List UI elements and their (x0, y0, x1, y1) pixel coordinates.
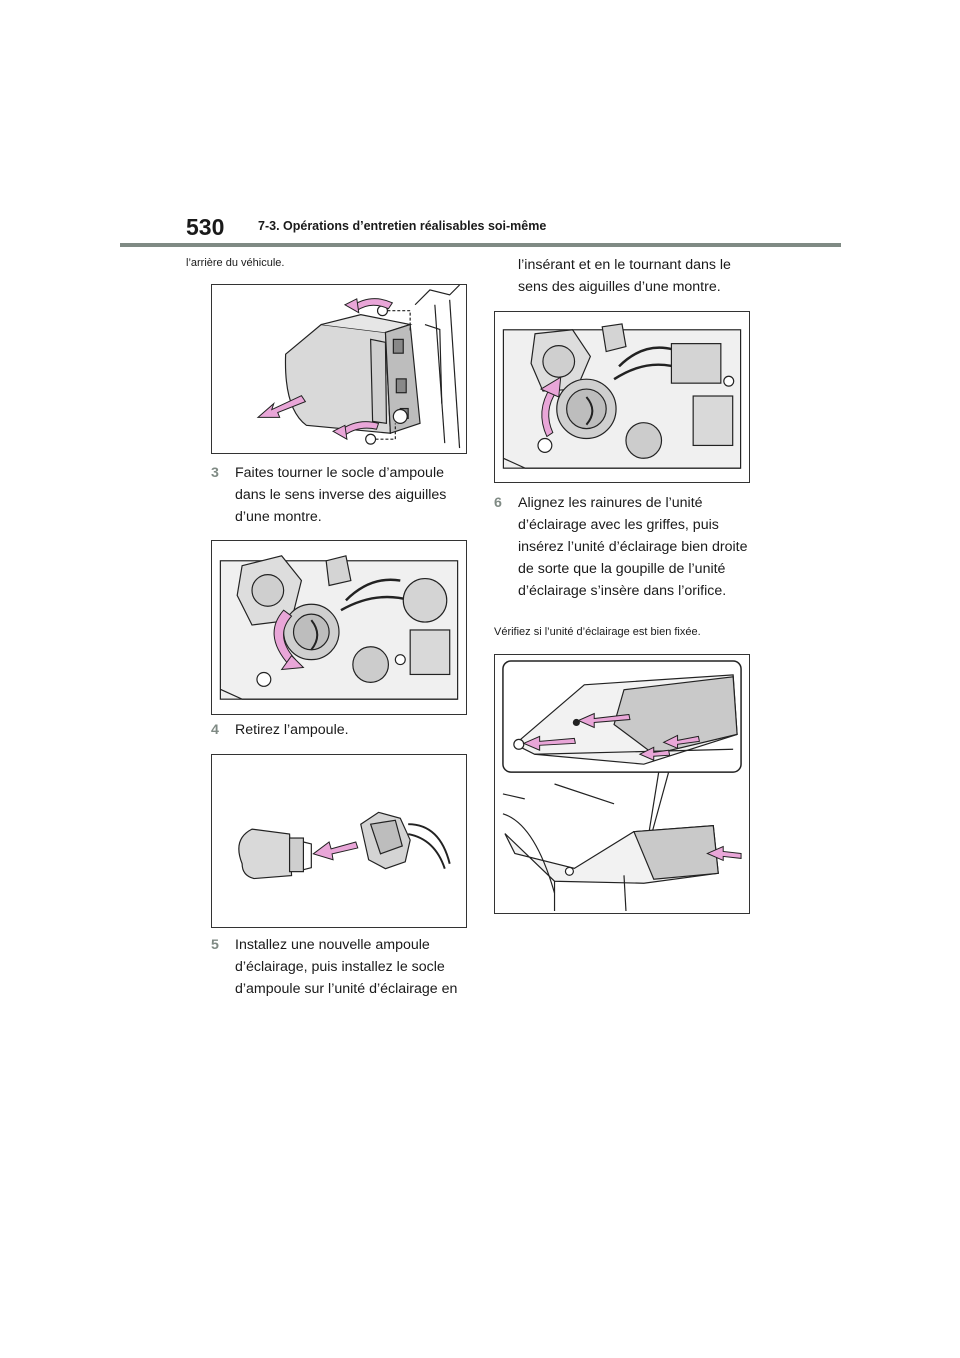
push-arrow-icon (522, 712, 742, 862)
illustration-socket-ccw (219, 555, 459, 700)
rotate-arrow-icon (539, 376, 562, 438)
step-5: 5 Installez une nouvelle ampoule d’éclai… (211, 937, 458, 997)
figure-insert-headlamp (494, 654, 750, 914)
page-number: 530 (186, 214, 225, 240)
rotate-arrow-icon (343, 298, 394, 314)
step-4: 4 Retirez l’ampoule. (211, 722, 349, 738)
intro-text: l’arrière du véhicule. (186, 257, 285, 269)
pull-arrow-icon (256, 395, 307, 418)
note-text: Vérifiez si l’unité d’éclairage est bien… (494, 626, 701, 638)
pull-arrow-icon (312, 841, 359, 861)
rotate-arrow-icon (273, 609, 305, 671)
figure-rotate-socket-cw (494, 311, 750, 483)
illustration-bulb (238, 811, 451, 880)
header-rule (120, 243, 841, 247)
step-3: 3 Faites tourner le socle d’ampoule dans… (211, 465, 447, 525)
figure-remove-headlamp (211, 284, 467, 454)
step-6: 6 Alignez les rainures de l’unité d’écla… (494, 495, 748, 599)
section-title: 7-3. Opérations d’entretien réalisables … (258, 219, 547, 233)
illustration-headlamp-removal (256, 285, 461, 449)
rotate-arrow-icon (332, 421, 380, 441)
illustration-headlamp-insert (502, 660, 742, 912)
figure-rotate-socket-ccw (211, 540, 467, 715)
figure-remove-bulb (211, 754, 467, 928)
step-5-continuation: l’insérant et en le tournant dans le sen… (518, 257, 731, 295)
illustration-socket-cw (502, 323, 742, 469)
